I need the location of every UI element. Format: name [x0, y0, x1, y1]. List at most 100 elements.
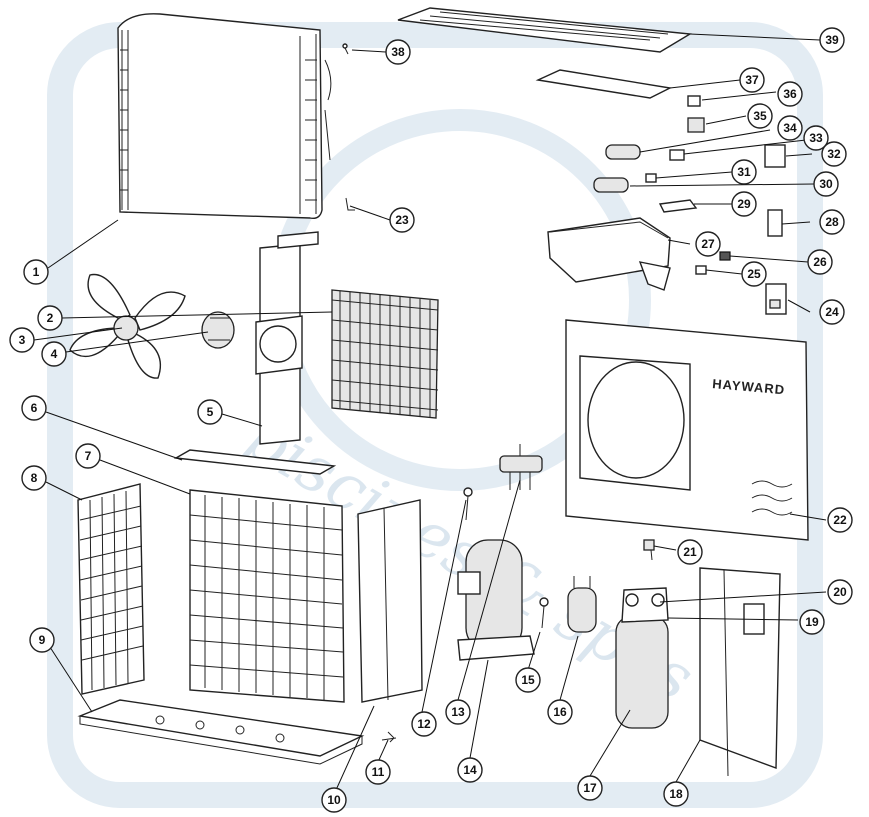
callout-26: 26 [807, 249, 833, 275]
svg-text:4: 4 [51, 347, 58, 361]
callout-1: 1 [23, 259, 49, 285]
callout-18: 18 [663, 781, 689, 807]
fitting-11 [381, 731, 397, 743]
svg-text:3: 3 [19, 333, 26, 347]
svg-text:12: 12 [417, 717, 431, 731]
callout-4: 4 [41, 341, 67, 367]
svg-text:16: 16 [553, 705, 567, 719]
condenser-coil [117, 13, 332, 220]
callout-33: 33 [803, 125, 829, 151]
brand-label: HAYWARD [712, 376, 786, 397]
svg-text:31: 31 [737, 165, 751, 179]
receiver [567, 576, 597, 633]
motor-bracket [255, 231, 319, 445]
callout-21: 21 [677, 539, 703, 565]
screw-38 [342, 43, 349, 55]
fan-motor [201, 311, 235, 349]
valve-15 [539, 597, 549, 629]
callout-36: 36 [777, 81, 803, 107]
svg-text:17: 17 [583, 781, 597, 795]
callout-9: 9 [29, 627, 55, 653]
callout-32: 32 [821, 141, 847, 167]
small-parts-right [695, 251, 787, 315]
electrical-parts [593, 95, 786, 237]
electrical-box [547, 217, 671, 291]
svg-text:1: 1 [33, 265, 40, 279]
callout-38: 38 [385, 39, 411, 65]
leader-lines [33, 33, 827, 791]
callout-10: 10 [321, 787, 347, 813]
svg-text:19: 19 [805, 615, 819, 629]
callout-14: 14 [457, 757, 483, 783]
callout-20: 20 [827, 579, 853, 605]
callout-29: 29 [731, 191, 757, 217]
svg-text:14: 14 [463, 763, 477, 777]
svg-text:24: 24 [825, 305, 839, 319]
callout-3: 3 [9, 327, 35, 353]
svg-text:21: 21 [683, 545, 697, 559]
svg-text:2: 2 [47, 311, 54, 325]
callout-35: 35 [747, 103, 773, 129]
callout-23: 23 [389, 207, 415, 233]
callout-22: 22 [827, 507, 853, 533]
callout-5: 5 [197, 399, 223, 425]
fan-blade [69, 273, 186, 379]
corner-post [357, 499, 423, 703]
bracket-23 [345, 197, 355, 211]
callout-19: 19 [799, 609, 825, 635]
svg-text:37: 37 [745, 73, 759, 87]
svg-text:27: 27 [701, 237, 715, 251]
callout-24: 24 [819, 299, 845, 325]
svg-text:28: 28 [825, 215, 839, 229]
callout-31: 31 [731, 159, 757, 185]
callout-13: 13 [445, 699, 471, 725]
svg-text:11: 11 [372, 765, 385, 779]
back-grille [189, 489, 345, 703]
callouts: 1 2 3 4 5 6 7 8 9 10 11 12 13 14 15 16 1… [9, 27, 853, 813]
svg-text:8: 8 [31, 471, 38, 485]
callout-37: 37 [739, 67, 765, 93]
svg-text:26: 26 [813, 255, 827, 269]
svg-text:23: 23 [395, 213, 409, 227]
svg-text:7: 7 [85, 449, 92, 463]
valve-21 [643, 539, 655, 561]
callout-27: 27 [695, 231, 721, 257]
callout-6: 6 [21, 395, 47, 421]
callout-16: 16 [547, 699, 573, 725]
base-tray [77, 699, 365, 765]
svg-text:5: 5 [207, 405, 214, 419]
callout-34: 34 [777, 115, 803, 141]
heat-exchanger [615, 587, 669, 729]
panel-37 [535, 69, 673, 99]
svg-text:30: 30 [819, 177, 833, 191]
callout-8: 8 [21, 465, 47, 491]
svg-text:34: 34 [783, 121, 797, 135]
svg-text:22: 22 [833, 513, 847, 527]
svg-text:15: 15 [521, 673, 535, 687]
svg-text:25: 25 [747, 267, 761, 281]
callout-25: 25 [741, 261, 767, 287]
callout-11: 11 [365, 759, 391, 785]
svg-text:10: 10 [327, 793, 341, 807]
svg-text:33: 33 [809, 131, 823, 145]
svg-text:18: 18 [669, 787, 683, 801]
svg-text:32: 32 [827, 147, 841, 161]
callout-2: 2 [37, 305, 63, 331]
callout-28: 28 [819, 209, 845, 235]
sensor-12 [463, 487, 473, 521]
callout-12: 12 [411, 711, 437, 737]
svg-text:13: 13 [451, 705, 465, 719]
callout-17: 17 [577, 775, 603, 801]
svg-text:20: 20 [833, 585, 847, 599]
callout-30: 30 [813, 171, 839, 197]
four-way-valve [499, 444, 543, 490]
svg-text:6: 6 [31, 401, 38, 415]
callout-7: 7 [75, 443, 101, 469]
fan-grille [331, 289, 439, 419]
svg-text:36: 36 [783, 87, 797, 101]
callout-15: 15 [515, 667, 541, 693]
svg-text:9: 9 [39, 633, 46, 647]
svg-text:39: 39 [825, 33, 839, 47]
svg-text:29: 29 [737, 197, 751, 211]
shelf [173, 449, 337, 475]
